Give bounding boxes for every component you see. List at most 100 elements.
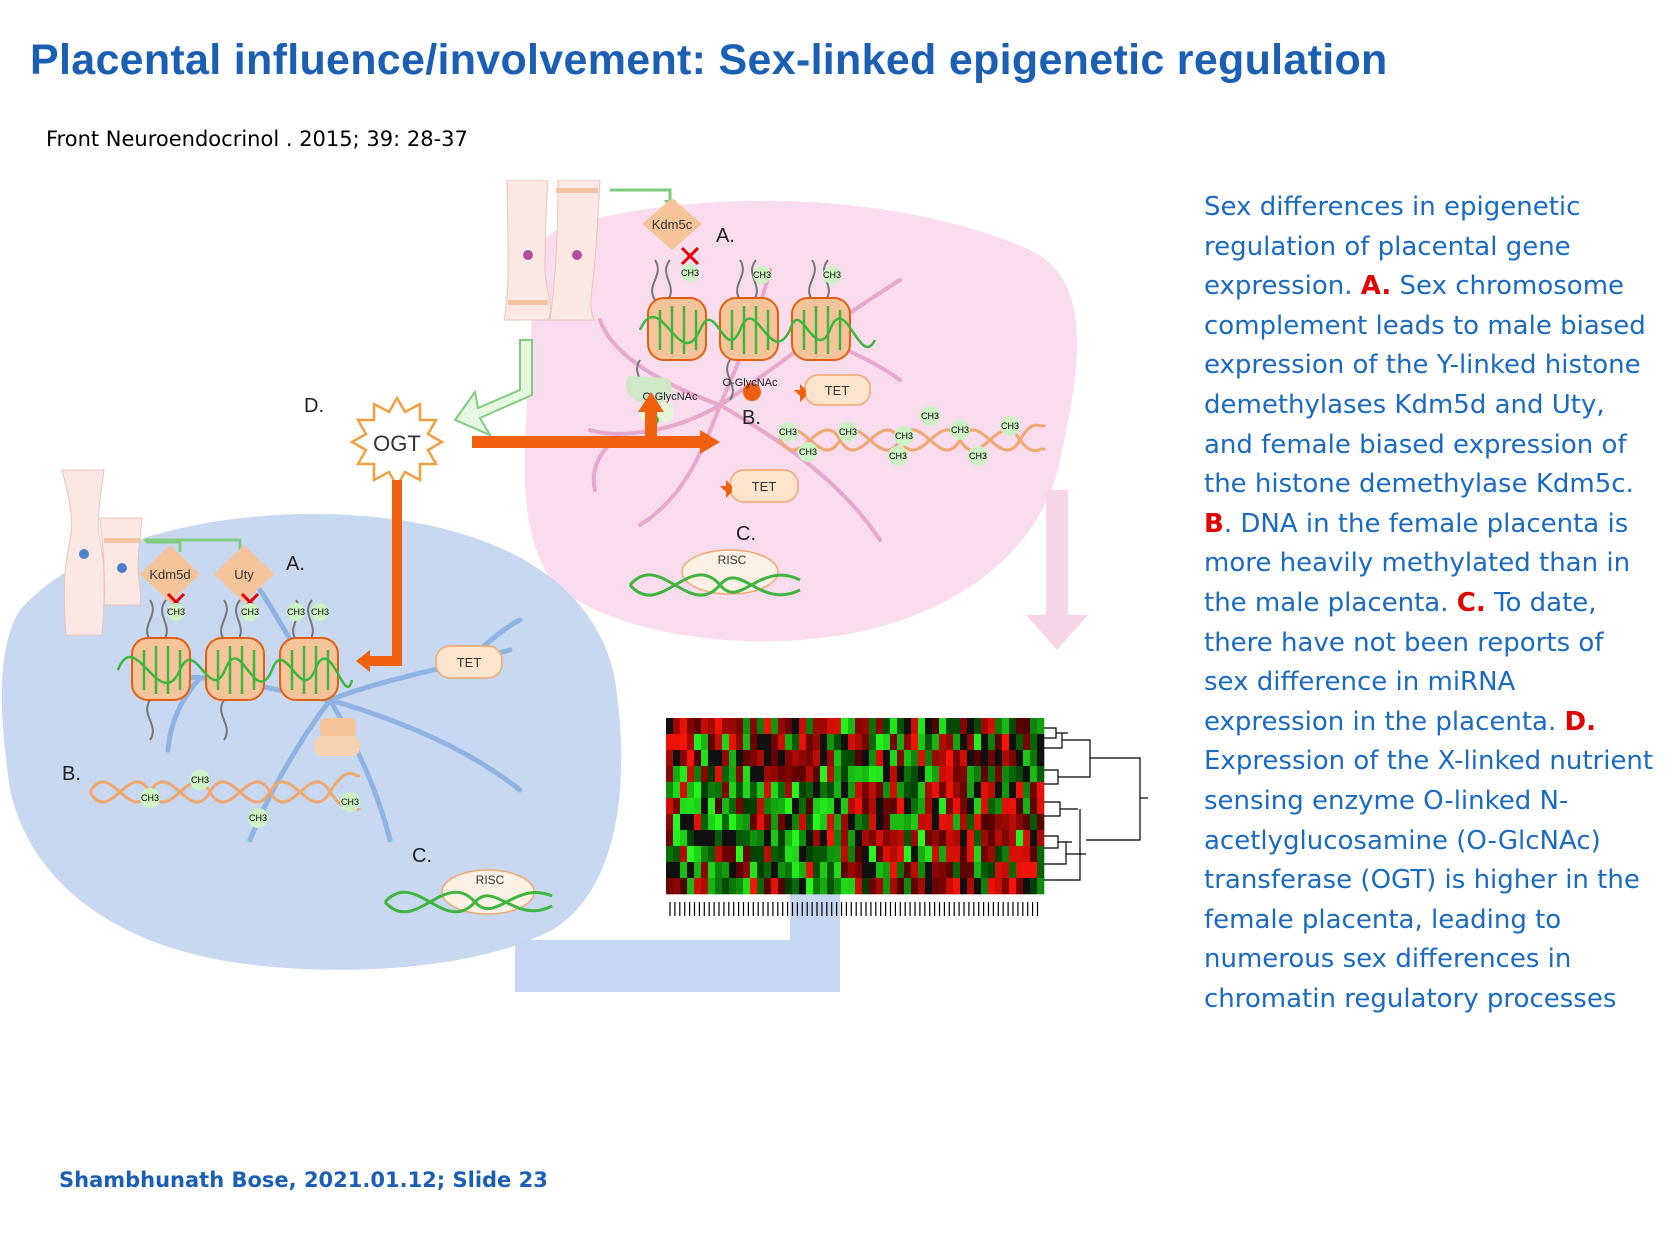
heatmap-cell	[757, 814, 765, 831]
heatmap-cell	[988, 862, 996, 879]
heatmap-cell	[785, 718, 793, 735]
heatmap-cell	[778, 878, 786, 895]
heatmap-cell	[939, 766, 947, 783]
svg-text:CH3: CH3	[287, 607, 305, 617]
heatmap-cell	[848, 718, 856, 735]
heatmap-cell	[890, 846, 898, 863]
heatmap-cell	[806, 750, 814, 767]
heatmap-cell	[757, 782, 765, 799]
heatmap-cell	[1023, 750, 1031, 767]
heatmap-cell	[687, 862, 695, 879]
heatmap-cell	[729, 734, 737, 751]
heatmap-cell	[1009, 766, 1017, 783]
heatmap-cell	[974, 782, 982, 799]
heatmap-cell	[1002, 766, 1010, 783]
female-tet-lower: TET	[720, 469, 799, 503]
heatmap-cell	[680, 734, 688, 751]
heatmap-cell	[1002, 734, 1010, 751]
heatmap-cell	[911, 878, 919, 895]
heatmap-cell	[680, 750, 688, 767]
heatmap-cell	[792, 878, 800, 895]
heatmap-cell	[813, 766, 821, 783]
heatmap-cell	[1009, 878, 1017, 895]
heatmap-cell	[778, 766, 786, 783]
heatmap-cell	[729, 782, 737, 799]
heatmap-cell	[1016, 766, 1024, 783]
heatmap-cell	[876, 798, 884, 815]
heatmap-cell	[960, 766, 968, 783]
heatmap-cell	[848, 766, 856, 783]
heatmap-cell	[694, 782, 702, 799]
heatmap-cell	[960, 814, 968, 831]
heatmap-cell	[862, 766, 870, 783]
heatmap-cell	[757, 846, 765, 863]
heatmap-cell	[750, 830, 758, 847]
heatmap-cell	[911, 750, 919, 767]
heatmap-cell	[918, 798, 926, 815]
svg-text:Uty: Uty	[234, 567, 254, 582]
heatmap-cell	[890, 862, 898, 879]
heatmap-cell	[967, 782, 975, 799]
heatmap-cell	[792, 846, 800, 863]
heatmap-cell	[673, 750, 681, 767]
heatmap-cell	[904, 862, 912, 879]
heatmap-cell	[981, 878, 989, 895]
heatmap-cell	[911, 734, 919, 751]
heatmap-cell	[729, 766, 737, 783]
heatmap-cell	[1009, 782, 1017, 799]
heatmap-cell	[841, 718, 849, 735]
heatmap-cell	[827, 734, 835, 751]
heatmap-cell	[701, 846, 709, 863]
heatmap-cell	[834, 782, 842, 799]
heatmap-cell	[673, 862, 681, 879]
heatmap-cell	[750, 846, 758, 863]
heatmap-cell	[890, 718, 898, 735]
heatmap-cell	[1016, 718, 1024, 735]
heatmap-cell	[848, 846, 856, 863]
heatmap-cell	[1016, 846, 1024, 863]
heatmap-cell	[764, 798, 772, 815]
heatmap-cell	[701, 782, 709, 799]
heatmap-cell	[834, 750, 842, 767]
heatmap-cell	[841, 798, 849, 815]
heatmap-cell	[673, 830, 681, 847]
heatmap-cell	[1023, 718, 1031, 735]
heatmap-cell	[981, 862, 989, 879]
male-dna	[88, 771, 362, 812]
heatmap-cell	[897, 830, 905, 847]
heatmap-cell	[743, 814, 751, 831]
heatmap-cell	[1030, 782, 1038, 799]
heatmap-cell	[995, 846, 1003, 863]
heatmap-cell	[981, 830, 989, 847]
heatmap-cell	[911, 814, 919, 831]
heatmap-cell	[736, 766, 744, 783]
svg-text:CH3: CH3	[141, 793, 159, 803]
heatmap-cell	[673, 814, 681, 831]
heatmap-cell	[792, 718, 800, 735]
heatmap-cell	[785, 766, 793, 783]
heatmap-cell	[848, 734, 856, 751]
heatmap-cell	[883, 862, 891, 879]
heatmap-cell	[841, 734, 849, 751]
female-label-a: A.	[716, 225, 735, 247]
heatmap-cell	[1002, 782, 1010, 799]
heatmap-cell	[960, 878, 968, 895]
heatmap-cell	[715, 878, 723, 895]
heatmap-cell	[1037, 766, 1045, 783]
heatmap-cell	[981, 750, 989, 767]
heatmap-cell	[855, 782, 863, 799]
svg-text:CH3: CH3	[1001, 421, 1019, 431]
heatmap-cell	[883, 830, 891, 847]
heatmap-cell	[967, 846, 975, 863]
heatmap-cell	[813, 782, 821, 799]
heatmap-cell	[785, 846, 793, 863]
heatmap-cell	[1037, 878, 1045, 895]
heatmap-cell	[848, 750, 856, 767]
heatmap-cell	[1037, 782, 1045, 799]
heatmap-cell	[890, 814, 898, 831]
heatmap-cell	[988, 782, 996, 799]
heatmap-cell	[750, 766, 758, 783]
heatmap-cell	[960, 830, 968, 847]
heatmap-cell	[827, 862, 835, 879]
heatmap-cell	[876, 862, 884, 879]
